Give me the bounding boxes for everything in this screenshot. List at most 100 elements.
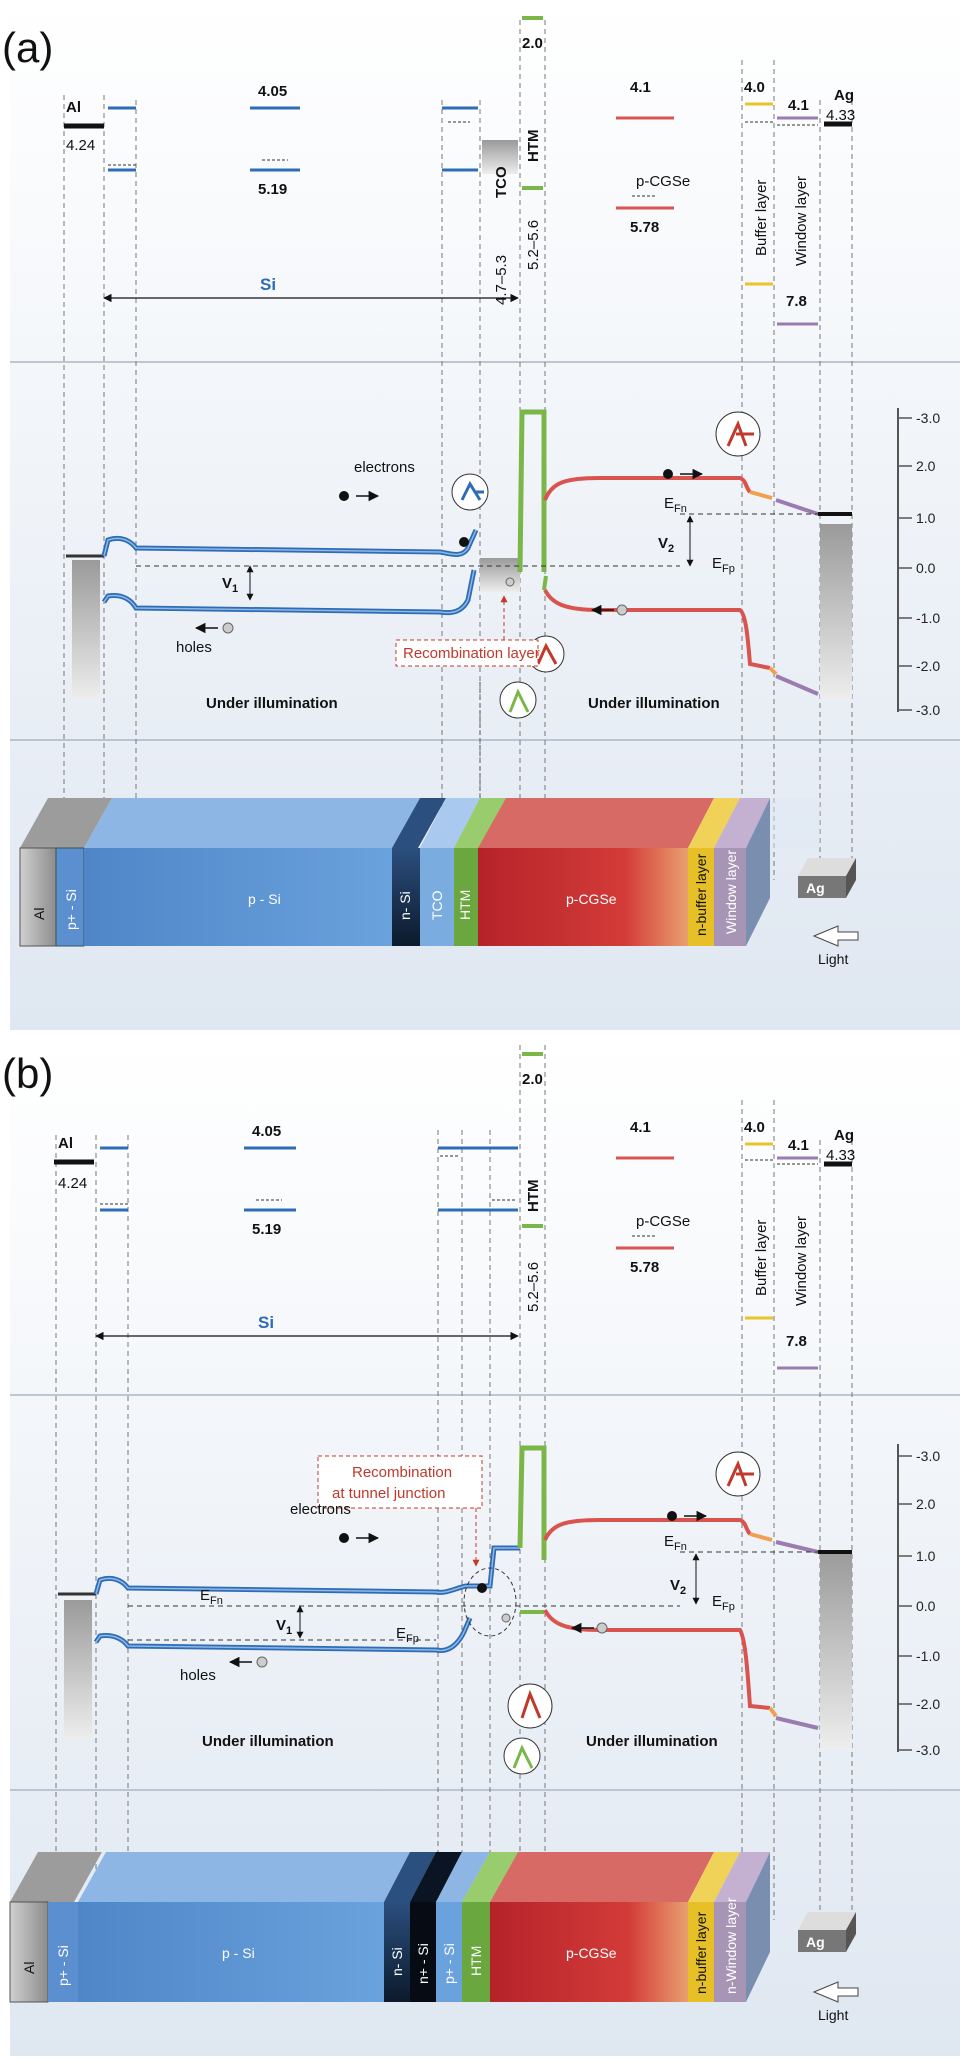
v2-label: V [658, 535, 668, 552]
axis-tick: 2.0 [916, 458, 936, 474]
v2-label: V [670, 1577, 680, 1594]
panel-b-energy-axis: -3.0 2.0 1.0 0.0 -1.0 -2.0 -3.0 [897, 1444, 940, 1758]
axis-tick: -3.0 [916, 1448, 940, 1464]
device-window-label: Window layer [723, 850, 739, 934]
device-al-label: Al [31, 908, 47, 920]
electrons-label: electrons [354, 459, 415, 476]
device-p-si-label: p - Si [248, 891, 281, 907]
buffer-ec-value: 4.0 [744, 79, 765, 96]
panel-b-guides [55, 1045, 853, 1920]
v1-label: V [276, 1617, 286, 1634]
panel-b-energy-labels: Al 4.24 4.05 5.19 2.0 HTM 5.2–5.6 4.1 p-… [58, 1071, 855, 1350]
holes-label: holes [176, 639, 212, 656]
window-ev-value: 7.8 [786, 1333, 807, 1350]
efp-label: E [396, 1625, 406, 1642]
efp-label: E [712, 555, 722, 572]
device-p-plus-si-label: p+ - Si [63, 889, 79, 930]
panel-a-device [19, 680, 859, 947]
htm-lumo-value: 2.0 [522, 1071, 543, 1088]
si-ec-value: 4.05 [258, 83, 287, 100]
window-energy-label: Window layer [793, 1216, 810, 1306]
svg-text:EFn: EFn [200, 1587, 223, 1607]
axis-tick: 0.0 [916, 560, 936, 576]
cgse-ev-value: 5.78 [630, 219, 659, 236]
buffer-energy-label: Buffer layer [753, 180, 770, 256]
cgse-ev-value: 5.78 [630, 1259, 659, 1276]
panel-b-device-labels: Al p+ - Si p - Si n- Si n+ - Si p+ - Si … [21, 1897, 848, 2023]
device-htm-label: HTM [468, 1946, 484, 1976]
panel-a-energy-labels: Al 4.24 4.05 5.19 2.0 TCO HTM 4.7–5.3 5.… [66, 35, 855, 310]
holes-label: holes [180, 1667, 216, 1684]
efn-label: E [200, 1587, 210, 1604]
device-n-si-label: n- Si [389, 1947, 405, 1976]
window-ev-value: 7.8 [786, 293, 807, 310]
htm-homo-value: 5.2–5.6 [525, 1262, 542, 1312]
cgse-energy-label: p-CGSe [636, 173, 690, 190]
device-tco-label: TCO [429, 890, 445, 920]
axis-tick: 2.0 [916, 1496, 936, 1512]
ag-value: 4.33 [826, 1147, 855, 1164]
htm-homo-value: 5.2–5.6 [525, 220, 542, 270]
svg-text:V2: V2 [670, 1577, 686, 1597]
panel-a-device-labels: Al p+ - Si p - Si n- Si TCO HTM p-CGSe n… [31, 850, 848, 967]
panel-b-band-diagram [58, 1445, 852, 1775]
efn-label: E [664, 495, 674, 512]
illumination-right-label: Under illumination [586, 1733, 718, 1750]
device-n-plus-si-label: n+ - Si [415, 1943, 431, 1984]
v1-label: V [222, 575, 232, 592]
device-cgse-label: p-CGSe [566, 1945, 617, 1961]
ag-value: 4.33 [826, 107, 855, 124]
svg-text:V1: V1 [276, 1617, 292, 1637]
panel-b-device [9, 1852, 859, 2003]
efp-right-label: E [712, 1593, 722, 1610]
illumination-left-label: Under illumination [202, 1733, 334, 1750]
si-label: Si [258, 1313, 274, 1332]
device-buffer-label: n-buffer layer [693, 853, 709, 936]
buffer-ec-value: 4.0 [744, 1119, 765, 1136]
device-light-label: Light [818, 951, 848, 967]
recombination-label-line2: at tunnel junction [332, 1485, 445, 1502]
al-label: Al [66, 99, 81, 116]
panel-a-energy-levels [64, 16, 852, 326]
svg-text:EFp: EFp [712, 1593, 735, 1613]
illumination-left-label: Under illumination [206, 695, 338, 712]
axis-tick: -3.0 [916, 410, 940, 426]
axis-tick: 0.0 [916, 1598, 936, 1614]
al-value: 4.24 [58, 1175, 87, 1192]
panel-b-label: (b) [2, 1050, 53, 1097]
axis-tick: -1.0 [916, 1648, 940, 1664]
efn-right-label: E [664, 1533, 674, 1550]
electrons-label: electrons [290, 1501, 351, 1518]
panel-a-label: (a) [2, 24, 53, 71]
al-label: Al [58, 1135, 73, 1152]
tco-value: 4.7–5.3 [493, 255, 510, 305]
si-ev-value: 5.19 [258, 181, 287, 198]
device-window-label: n-Window layer [723, 1897, 739, 1994]
ag-label: Ag [834, 87, 854, 104]
panel-a-band-diagram [66, 409, 852, 719]
axis-tick: -2.0 [916, 658, 940, 674]
panel-b-band-labels: electrons holes V1 V2 EFn EFp EFn EFp Re… [180, 1464, 735, 1750]
device-ag-label: Ag [806, 880, 825, 896]
axis-tick: -3.0 [916, 702, 940, 718]
tco-energy-label: TCO [493, 166, 510, 198]
axis-tick: -3.0 [916, 1742, 940, 1758]
htm-energy-label: HTM [525, 130, 542, 163]
recombination-layer-label: Recombination layer [403, 645, 540, 662]
svg-text:EFp: EFp [712, 555, 735, 575]
device-htm-label: HTM [457, 890, 473, 920]
svg-text:EFn: EFn [664, 1533, 687, 1553]
axis-tick: -1.0 [916, 610, 940, 626]
window-ec-value: 4.1 [788, 97, 809, 114]
svg-text:EFn: EFn [664, 495, 687, 515]
device-cgse-label: p-CGSe [566, 891, 617, 907]
cgse-ec-value: 4.1 [630, 79, 651, 96]
axis-tick: 1.0 [916, 1548, 936, 1564]
svg-text:V2: V2 [658, 535, 674, 555]
svg-text:EFp: EFp [396, 1625, 419, 1645]
si-ec-value: 4.05 [252, 1123, 281, 1140]
recombination-label-line1: Recombination [352, 1464, 452, 1481]
panel-a-band-labels: electrons holes V1 V2 EFn EFp Recombinat… [176, 459, 735, 712]
cgse-energy-label: p-CGSe [636, 1213, 690, 1230]
